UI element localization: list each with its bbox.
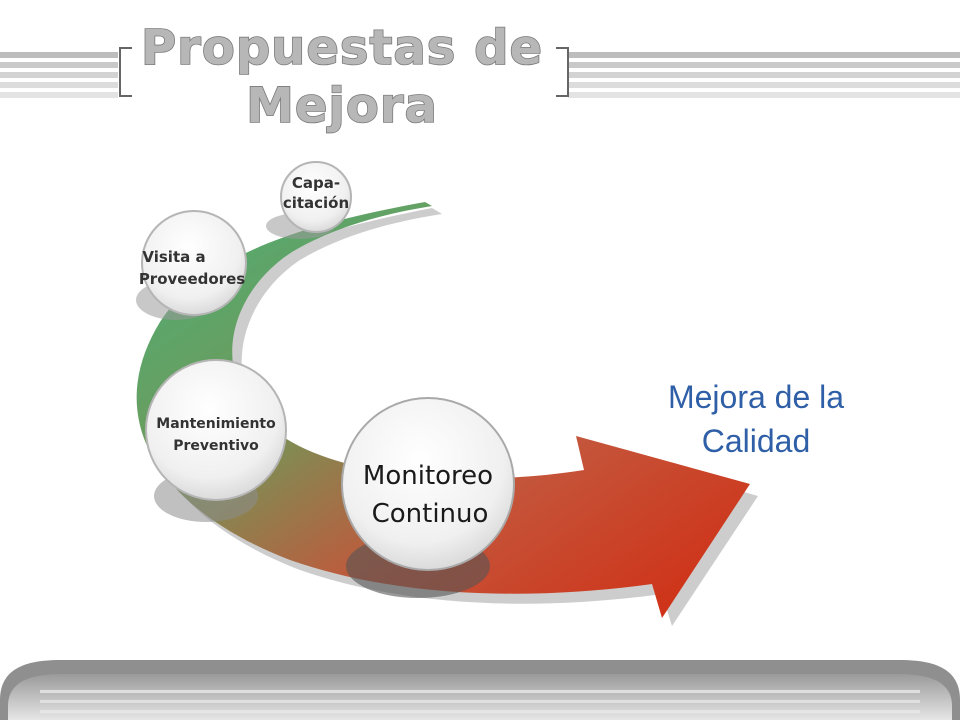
footer-decoration <box>0 660 960 720</box>
title-line-1: Propuestas de <box>141 20 543 76</box>
step-bubble-visita-proveedores: Visita a Proveedores <box>136 210 247 320</box>
step-label-visita-2: Proveedores <box>139 270 245 288</box>
header-stripes-right <box>568 52 960 98</box>
step-label-visita-1: Visita a <box>142 248 205 266</box>
result-label-line-2: Calidad <box>702 423 811 459</box>
step-label-monitoreo-1: Monitoreo <box>363 461 493 491</box>
step-label-capacitacion-1: Capa- <box>292 174 340 192</box>
step-label-mantenimiento-2: Preventivo <box>173 438 259 454</box>
title-bracket-left <box>119 47 132 97</box>
title-line-2: Mejora <box>246 78 438 134</box>
process-arrow <box>136 202 751 618</box>
step-bubble-mantenimiento-preventivo: Mantenimiento Preventivo <box>145 359 287 522</box>
step-label-mantenimiento-1: Mantenimiento <box>156 416 276 432</box>
step-label-capacitacion-2: citación <box>283 194 349 212</box>
step-label-monitoreo-2: Continuo <box>372 499 489 529</box>
header-stripes-left <box>0 52 118 98</box>
step-bubble-capacitacion: Capa- citación <box>266 161 352 239</box>
title-bracket-right <box>556 47 569 97</box>
result-label-line-1: Mejora de la <box>668 379 844 415</box>
step-bubble-monitoreo-continuo: Monitoreo Continuo <box>341 397 515 598</box>
